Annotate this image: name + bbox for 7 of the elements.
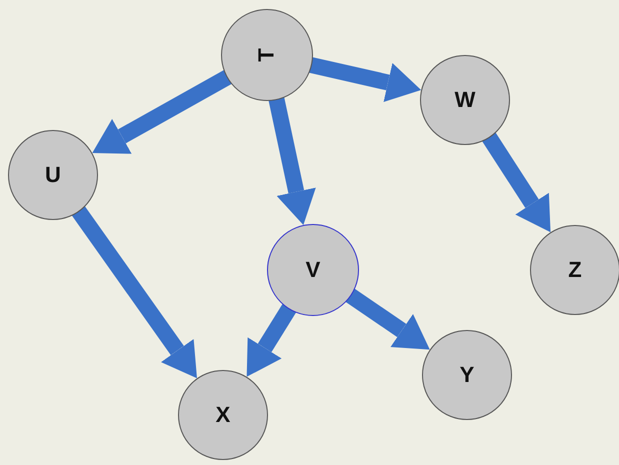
node-label: W — [454, 87, 476, 113]
node-label: V — [306, 257, 320, 283]
node-label: X — [216, 402, 230, 428]
node-label: Y — [460, 362, 474, 388]
node-label: U — [45, 162, 61, 188]
node-label: T — [254, 48, 280, 62]
node-label: Z — [568, 257, 582, 283]
